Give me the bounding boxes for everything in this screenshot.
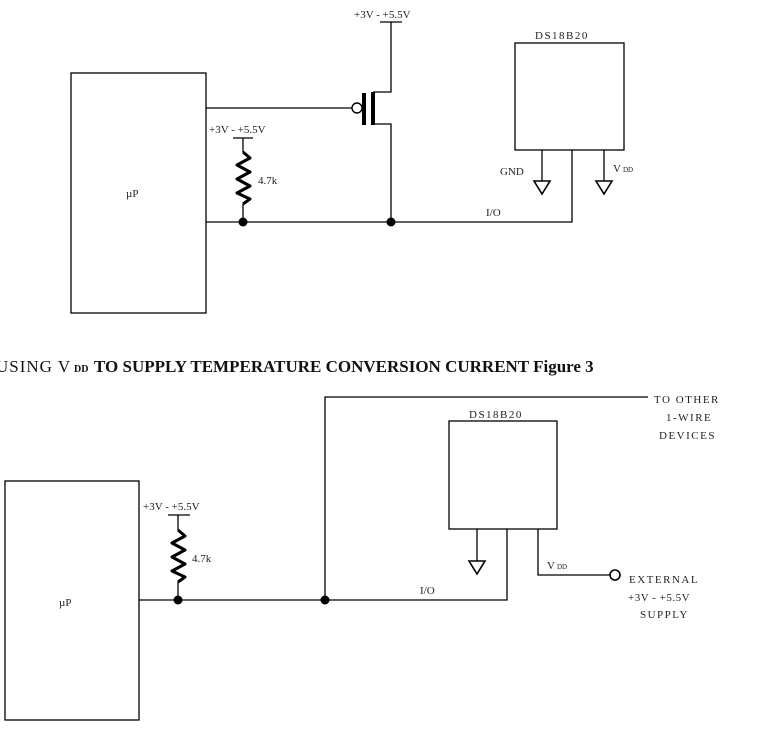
caption-subscript: DD	[74, 364, 88, 375]
external-supply-line-2: +3V - +5.5V	[628, 592, 690, 604]
bottom-mcu-label: µP	[59, 597, 71, 609]
caption-main: TO SUPPLY TEMPERATURE CONVERSION CURRENT…	[94, 357, 594, 376]
top-io-bus	[206, 150, 573, 223]
top-fet-supply-label: +3V - +5.5V	[354, 9, 411, 21]
top-fet-source-wire	[373, 123, 392, 222]
top-vdd-label: V	[613, 163, 621, 175]
bus-note-line-3: DEVICES	[659, 430, 716, 442]
bottom-diagram: µP +3V - +5.5V 4.7k I/O TO OTHER 1-WIRE …	[4, 394, 720, 721]
bus-note-line-1: TO OTHER	[654, 394, 720, 406]
top-junction-fet	[386, 217, 396, 227]
top-diagram: µP +3V - +5.5V +3V - +5.5V 4.7k I/O DS18…	[70, 9, 633, 314]
bottom-junction-pullup	[173, 595, 183, 605]
bottom-vdd-wire	[537, 529, 610, 576]
external-supply-line-1: EXTERNAL	[629, 574, 699, 586]
top-vdd-ground-symbol	[594, 180, 614, 196]
top-io-label: I/O	[486, 207, 501, 219]
top-resistor	[235, 150, 252, 206]
bottom-gnd-symbol	[467, 560, 487, 576]
bottom-mcu-box	[4, 480, 140, 721]
top-mcu-label: µP	[126, 188, 138, 200]
top-resistor-value: 4.7k	[258, 175, 278, 187]
bottom-vdd-label: V	[547, 560, 555, 572]
top-fet-gate-plate	[362, 93, 366, 125]
external-supply-line-3: SUPPLY	[640, 609, 689, 621]
top-fet-channel	[371, 92, 375, 125]
bottom-io-bus	[139, 529, 508, 601]
top-pullup-supply-label: +3V - +5.5V	[209, 124, 266, 136]
bottom-io-label: I/O	[420, 585, 435, 597]
top-mcu-box	[70, 72, 207, 314]
bottom-resistor	[170, 528, 187, 584]
bus-note-line-2: 1-WIRE	[666, 412, 712, 424]
top-gnd-symbol	[532, 180, 552, 196]
bottom-bus-to-other-devices	[324, 396, 648, 600]
top-ds18b20-box	[514, 42, 625, 151]
top-fet-drain-wire	[373, 22, 392, 93]
top-vdd-subscript: DD	[623, 166, 633, 174]
bottom-pullup-supply-label: +3V - +5.5V	[143, 501, 200, 513]
top-junction-pullup	[238, 217, 248, 227]
top-gnd-label: GND	[500, 166, 524, 178]
bottom-vdd-subscript: DD	[557, 563, 567, 571]
external-supply-terminal	[609, 569, 621, 581]
bottom-ds18b20-label: DS18B20	[469, 409, 523, 421]
caption-prefix: USING V	[0, 357, 71, 376]
bottom-ds18b20-box	[448, 420, 558, 530]
bottom-resistor-value: 4.7k	[192, 553, 212, 565]
top-ds18b20-label: DS18B20	[535, 30, 589, 42]
figure-caption: USING V DD TO SUPPLY TEMPERATURE CONVERS…	[0, 357, 594, 376]
top-fet-gate-bubble	[351, 102, 363, 114]
